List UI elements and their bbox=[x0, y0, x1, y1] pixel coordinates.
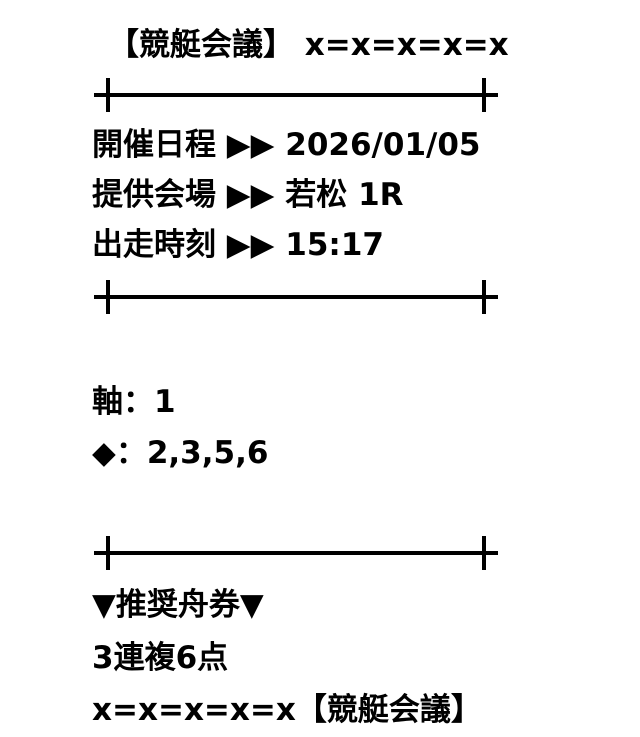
arrow-icon: ▶▶ bbox=[226, 127, 275, 163]
recommendation-title: ▼推奨舟券▼ bbox=[92, 587, 264, 623]
info-venue: 提供会場 ▶▶ 若松 1R bbox=[92, 175, 404, 215]
info-label: 出走時刻 bbox=[92, 227, 216, 263]
info-label: 提供会場 bbox=[92, 177, 216, 213]
divider bbox=[94, 280, 498, 314]
axis-pick: 軸：1 bbox=[92, 384, 176, 420]
recommendation-bet: 3連複6点 bbox=[92, 640, 229, 676]
info-value: 若松 1R bbox=[285, 177, 404, 213]
divider bbox=[94, 78, 498, 112]
info-value: 2026/01/05 bbox=[285, 127, 481, 163]
partner-picks: ◆：2,3,5,6 bbox=[92, 435, 269, 471]
info-date: 開催日程 ▶▶ 2026/01/05 bbox=[92, 125, 480, 165]
footer-text: x=x=x=x=x【競艇会議】 bbox=[92, 692, 482, 728]
arrow-icon: ▶▶ bbox=[226, 227, 275, 263]
arrow-icon: ▶▶ bbox=[226, 177, 275, 213]
info-value: 15:17 bbox=[285, 227, 384, 263]
info-start-time: 出走時刻 ▶▶ 15:17 bbox=[92, 225, 384, 265]
divider bbox=[94, 536, 498, 570]
info-label: 開催日程 bbox=[92, 127, 216, 163]
header-title: 【競艇会議】 x=x=x=x=x bbox=[108, 27, 509, 63]
